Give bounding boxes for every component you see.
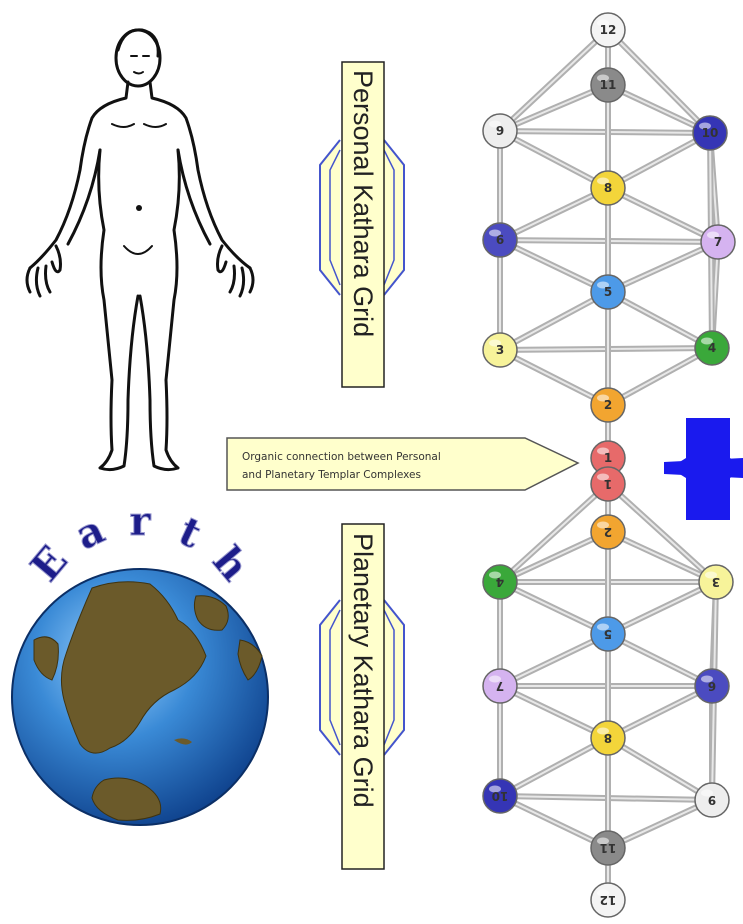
planetary-grid-node-12: 12: [591, 883, 625, 917]
grid-node-label: 4: [708, 341, 716, 355]
grid-node-label: 6: [496, 233, 504, 247]
grid-node-label: 4: [496, 575, 504, 589]
grid-node-label: 5: [604, 285, 612, 299]
grid-node-label: 1: [604, 451, 612, 465]
grid-node-label: 2: [604, 525, 612, 539]
grid-node-label: 9: [496, 124, 504, 138]
human-figure-outline: [27, 30, 253, 470]
earth-letter: r: [129, 498, 151, 545]
grid-connection-line: [500, 131, 608, 188]
callout-text-line2: and Planetary Templar Complexes: [242, 469, 421, 481]
grid-node-label: 7: [496, 679, 504, 693]
grid-node-label: 12: [600, 893, 617, 907]
personal-grid-node-3: 3: [483, 333, 517, 367]
grid-node-label: 5: [604, 627, 612, 641]
grid-connection-line: [500, 582, 608, 634]
grid-node-label: 2: [604, 398, 612, 412]
planetary-grid-node-6: 6: [695, 669, 729, 703]
planetary-grid-node-5: 5: [591, 617, 625, 651]
grid-connection-line: [500, 634, 608, 686]
grid-connection-line: [500, 292, 608, 350]
grid-node-label: 7: [714, 235, 722, 249]
planetary-grid-node-1: 1: [591, 467, 625, 501]
personal-grid-node-11: 11: [591, 68, 625, 102]
earth-globe: [12, 569, 268, 825]
earth-letter: E: [21, 537, 77, 591]
planetary-grid-node-4: 4: [483, 565, 517, 599]
grid-node-label: 8: [604, 731, 612, 745]
personal-grid-node-5: 5: [591, 275, 625, 309]
grid-connection-line: [500, 350, 608, 405]
grid-node-label: 12: [600, 23, 617, 37]
planetary-grid-node-3: 3: [699, 565, 733, 599]
personal-grid-node-4: 4: [695, 331, 729, 365]
grid-node-label: 10: [492, 789, 509, 803]
organic-connection-callout: Organic connection between Personal and …: [227, 438, 578, 490]
grid-connection-line: [608, 532, 716, 582]
planetary-grid-label: Planetary Kathara Grid: [348, 533, 378, 808]
grid-connection-line: [500, 738, 608, 796]
navel-dot: [136, 205, 142, 211]
planetary-grid-node-2: 2: [591, 515, 625, 549]
grid-node-label: 1: [604, 477, 612, 491]
earth-letter: a: [68, 506, 111, 560]
grid-connection-line: [608, 348, 712, 405]
planetary-grid-node-8: 8: [591, 721, 625, 755]
grid-connection-line: [500, 686, 608, 738]
grid-connection-line: [608, 242, 718, 292]
planetary-grid-node-11: 11: [591, 831, 625, 865]
earth-letter: h: [203, 538, 258, 590]
grid-connection-line: [608, 582, 716, 634]
earth-letter: t: [172, 507, 209, 558]
grid-node-label: 11: [600, 78, 617, 92]
personal-grid-node-8: 8: [591, 171, 625, 205]
grid-node-label: 6: [708, 679, 716, 693]
personal-grid-node-10: 10: [693, 116, 727, 150]
grid-node-label: 11: [600, 841, 617, 855]
grid-connection-line: [500, 188, 608, 240]
planetary-grid-node-10: 10: [483, 779, 517, 813]
grid-connection-line: [500, 532, 608, 582]
grid-node-label: 3: [712, 575, 720, 589]
personal-grid-node-12: 12: [591, 13, 625, 47]
personal-grid-node-2: 2: [591, 388, 625, 422]
callout-text-line1: Organic connection between Personal: [242, 451, 441, 463]
grid-node-label: 10: [702, 126, 719, 140]
blue-connector-block: [664, 418, 743, 520]
planetary-grid-node-7: 7: [483, 669, 517, 703]
grid-connection-line: [608, 188, 718, 242]
planetary-grid-node-9: 9: [695, 783, 729, 817]
grid-connection-line: [608, 738, 712, 800]
personal-grid-node-6: 6: [483, 223, 517, 257]
personal-grid-label: Personal Kathara Grid: [348, 70, 378, 337]
grid-connection-line: [500, 240, 608, 292]
personal-grid-node-9: 9: [483, 114, 517, 148]
grid-node-label: 8: [604, 181, 612, 195]
grid-node-label: 3: [496, 343, 504, 357]
grid-node-label: 9: [708, 793, 716, 807]
personal-grid-node-7: 7: [701, 225, 735, 259]
grid-connection-line: [500, 796, 608, 848]
